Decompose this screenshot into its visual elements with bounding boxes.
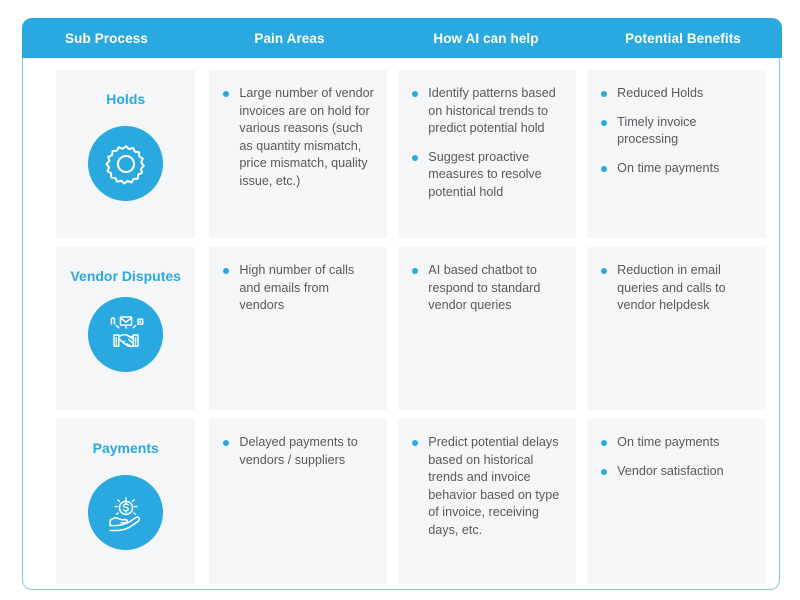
gear-icon [88,126,164,201]
table-row: Vendor Disputes [34,247,771,410]
bullet-list: AI based chatbot to respond to standard … [398,247,576,315]
list-item: High number of calls and emails from ven… [223,262,375,315]
bullet-list: Predict potential delays based on histor… [398,419,576,539]
bullet-list: On time payments Vendor satisfaction [587,419,766,480]
sub-process-cell-payments: Payments [56,419,196,584]
bullet-list: Delayed payments to vendors / suppliers [209,419,387,469]
bullet-list: Large number of vendor invoices are on h… [209,70,387,190]
potential-benefits-cell-holds: Reduced Holds Timely invoice processing … [587,70,767,238]
how-ai-can-help-cell-holds: Identify patterns based on historical tr… [398,70,577,238]
table-header-row: Sub Process Pain Areas How AI can help P… [22,18,782,58]
handshake-envelope-icon [88,297,164,372]
column-header-potential-benefits: Potential Benefits [625,30,741,46]
list-item: Reduction in email queries and calls to … [601,262,754,315]
list-item: Reduced Holds [601,85,754,103]
how-ai-can-help-cell-vendor-disputes: AI based chatbot to respond to standard … [398,247,577,410]
table-body: Holds Large number of vendor invoices ar… [34,70,771,584]
list-item: Timely invoice processing [601,114,754,149]
sub-process-cell-holds: Holds [56,70,196,238]
column-header-sub-process: Sub Process [65,30,148,46]
table-row: Holds Large number of vendor invoices ar… [34,70,771,238]
bullet-list: Reduced Holds Timely invoice processing … [587,70,766,177]
list-item: On time payments [601,160,754,178]
list-item: Suggest proactive measures to resolve po… [412,149,564,202]
list-item: Predict potential delays based on histor… [412,434,564,539]
potential-benefits-cell-payments: On time payments Vendor satisfaction [587,419,767,584]
column-header-how-ai-can-help: How AI can help [433,30,539,46]
list-item: Delayed payments to vendors / suppliers [223,434,375,469]
pain-areas-cell-vendor-disputes: High number of calls and emails from ven… [209,247,388,410]
list-item: Large number of vendor invoices are on h… [223,85,375,190]
list-item: AI based chatbot to respond to standard … [412,262,564,315]
list-item: On time payments [601,434,754,452]
sub-process-title: Holds [106,91,146,107]
list-item: Identify patterns based on historical tr… [412,85,564,138]
potential-benefits-cell-vendor-disputes: Reduction in email queries and calls to … [587,247,767,410]
row-divider [34,238,771,247]
column-header-pain-areas: Pain Areas [254,30,325,46]
sub-process-cell-vendor-disputes: Vendor Disputes [56,247,196,410]
bullet-list: Identify patterns based on historical tr… [398,70,576,201]
sub-process-title: Vendor Disputes [70,268,181,284]
pain-areas-cell-holds: Large number of vendor invoices are on h… [209,70,388,238]
hand-holding-dollar-icon [88,475,164,550]
row-divider [34,410,771,419]
list-item: Vendor satisfaction [601,463,754,481]
how-ai-can-help-cell-payments: Predict potential delays based on histor… [398,419,577,584]
bullet-list: Reduction in email queries and calls to … [587,247,766,315]
pain-areas-cell-payments: Delayed payments to vendors / suppliers [209,419,388,584]
sub-process-title: Payments [92,440,159,456]
ai-opportunity-table: Sub Process Pain Areas How AI can help P… [22,18,782,590]
table-row: Payments [34,419,771,584]
bullet-list: High number of calls and emails from ven… [209,247,387,315]
